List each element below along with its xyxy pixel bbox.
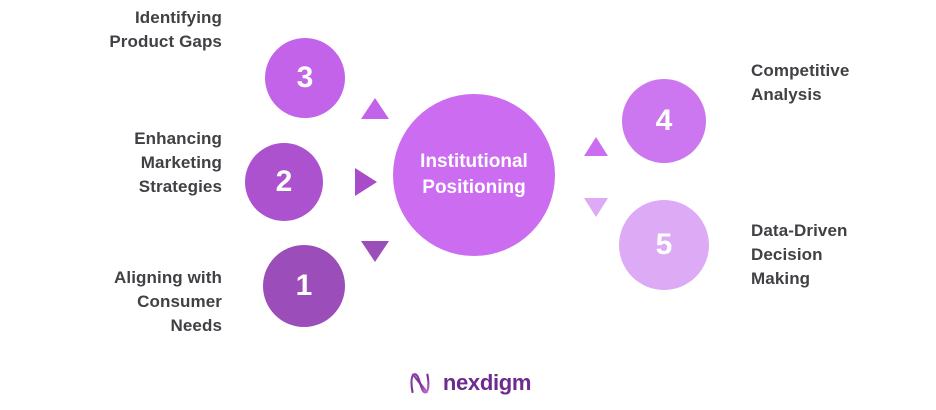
node-label-2: Enhancing Marketing Strategies [134, 129, 222, 197]
nexdigm-n-mark-icon [405, 368, 435, 398]
nexdigm-wordmark: nexdigm [442, 370, 532, 395]
brand-logo: nexdigm [0, 368, 936, 398]
connector-up-from-3-icon [361, 98, 389, 119]
node-number-2: 2 [275, 165, 293, 198]
hub-circle[interactable]: Institutional Positioning [393, 94, 555, 256]
hub-label: Institutional Positioning [420, 151, 528, 198]
node-number-3: 3 [296, 61, 314, 94]
node-number-4: 4 [655, 104, 673, 137]
node-number-5: 5 [655, 228, 673, 261]
connector-down-to-5-icon [584, 198, 608, 217]
node-label-1: Aligning with Consumer Needs [114, 268, 222, 336]
connector-right-from-2-icon [355, 168, 377, 196]
node-circle-3[interactable]: 3 [265, 38, 345, 118]
connector-up-to-4-icon [584, 137, 608, 156]
node-circle-2[interactable]: 2 [245, 143, 323, 221]
node-label-3: Identifying Product Gaps [109, 8, 222, 52]
node-label-4: Competitive Analysis [751, 61, 850, 105]
node-circle-5[interactable]: 5 [619, 200, 709, 290]
connector-down-from-1-icon [361, 241, 389, 262]
node-number-1: 1 [295, 269, 313, 302]
node-circle-1[interactable]: 1 [263, 245, 345, 327]
node-circle-4[interactable]: 4 [622, 79, 706, 163]
node-label-5: Data-Driven Decision Making [751, 221, 848, 289]
